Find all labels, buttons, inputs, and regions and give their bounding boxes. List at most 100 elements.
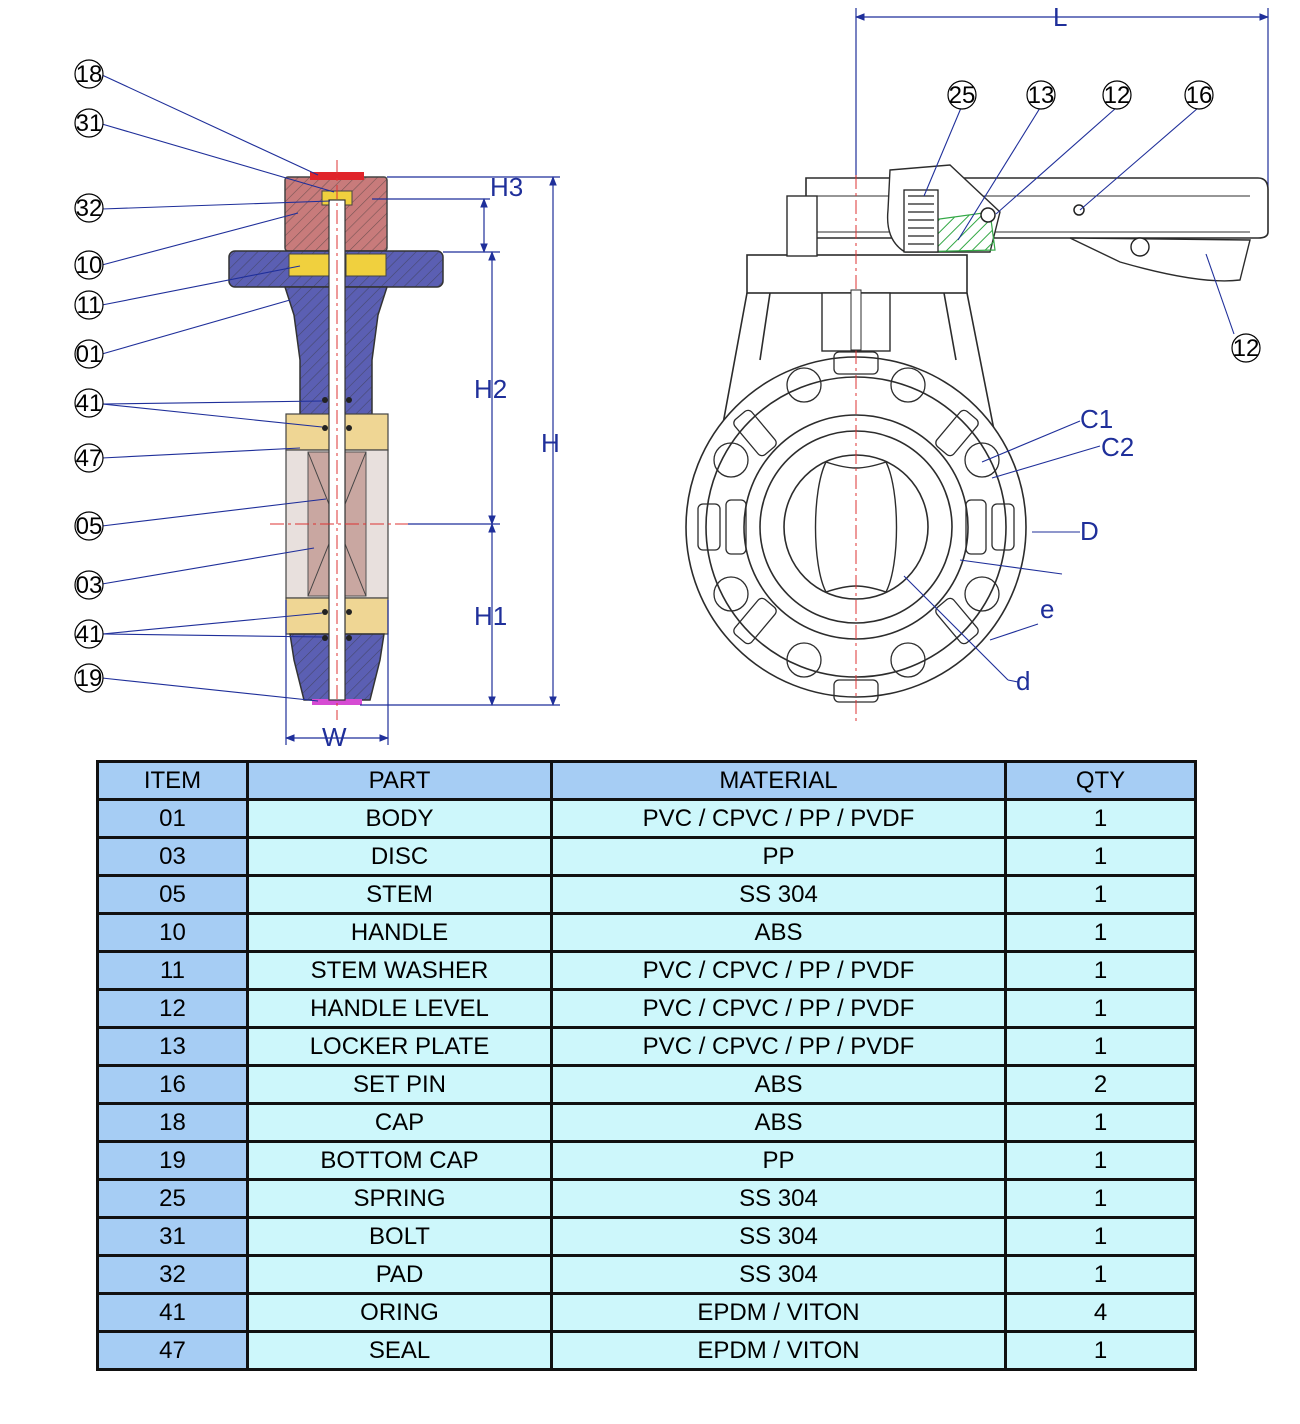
svg-text:11: 11 — [77, 292, 102, 319]
callout-41-upper: 41 — [74, 388, 104, 418]
cell-item: 16 — [96, 1064, 249, 1105]
svg-text:32: 32 — [76, 195, 103, 222]
cell-qty: 1 — [1004, 1330, 1197, 1371]
bottom-cap — [312, 699, 362, 705]
callout-19: 19 — [74, 663, 104, 693]
cell-part: BOTTOM CAP — [246, 1140, 553, 1181]
cell-item: 10 — [96, 912, 249, 953]
cell-part: CAP — [246, 1102, 553, 1143]
cell-item: 01 — [96, 798, 249, 839]
svg-text:01: 01 — [76, 341, 103, 368]
callout-12-upper: 12 — [1102, 80, 1132, 110]
callout-16: 16 — [1184, 80, 1214, 110]
cell-qty: 1 — [1004, 950, 1197, 991]
callout-18: 18 — [74, 59, 104, 89]
callouts-left: 18 31 32 10 11 01 41 47 05 03 41 19 — [74, 59, 104, 693]
header-qty: QTY — [1004, 760, 1197, 801]
dim-c2: C2 — [1101, 432, 1134, 462]
callout-03: 03 — [74, 570, 104, 600]
set-pin — [1073, 204, 1085, 216]
dim-h2: H2 — [474, 374, 507, 404]
header-material: MATERIAL — [550, 760, 1007, 801]
cell-material: SS 304 — [550, 1178, 1007, 1219]
cell-part: HANDLE LEVEL — [246, 988, 553, 1029]
cell-qty: 4 — [1004, 1292, 1197, 1333]
cell-qty: 1 — [1004, 836, 1197, 877]
cell-material: PP — [550, 836, 1007, 877]
cell-item: 12 — [96, 988, 249, 1029]
header-item: ITEM — [96, 760, 249, 801]
cell-part: PAD — [246, 1254, 553, 1295]
svg-text:12: 12 — [1104, 82, 1131, 109]
cell-item: 47 — [96, 1330, 249, 1371]
stem — [328, 199, 346, 701]
dim-c1: C1 — [1080, 404, 1113, 434]
dim-h: H — [541, 428, 560, 458]
callout-10: 10 — [74, 250, 104, 280]
cell-item: 31 — [96, 1216, 249, 1257]
dim-h1: H1 — [474, 601, 507, 631]
cell-part: STEM — [246, 874, 553, 915]
callout-11: 11 — [74, 290, 104, 320]
callout-25: 25 — [947, 80, 977, 110]
valve-drawing: H3 H2 H H1 W 18 31 32 10 11 0 — [74, 2, 1269, 752]
cell-material: ABS — [550, 1064, 1007, 1105]
cell-item: 11 — [96, 950, 249, 991]
cell-qty: 1 — [1004, 1178, 1197, 1219]
svg-text:05: 05 — [76, 513, 103, 540]
svg-text:47: 47 — [76, 445, 103, 472]
cell-item: 41 — [96, 1292, 249, 1333]
cell-qty: 1 — [1004, 912, 1197, 953]
cell-part: LOCKER PLATE — [246, 1026, 553, 1067]
cell-material: SS 304 — [550, 1216, 1007, 1257]
cell-part: HANDLE — [246, 912, 553, 953]
cell-material: ABS — [550, 1102, 1007, 1143]
dim-w: W — [322, 722, 347, 752]
callout-12-lower: 12 — [1231, 333, 1261, 363]
callouts-right: 25 13 12 16 12 — [947, 80, 1261, 363]
dim-e: e — [1040, 594, 1054, 624]
cell-material: PVC / CPVC / PP / PVDF — [550, 798, 1007, 839]
callout-13: 13 — [1026, 80, 1056, 110]
cell-item: 03 — [96, 836, 249, 877]
svg-text:16: 16 — [1186, 82, 1213, 109]
cell-part: BODY — [246, 798, 553, 839]
svg-text:12: 12 — [1233, 335, 1260, 362]
cell-material: ABS — [550, 912, 1007, 953]
callout-31: 31 — [74, 108, 104, 138]
cell-material: PVC / CPVC / PP / PVDF — [550, 988, 1007, 1029]
section-view: H3 H2 H H1 W 18 31 32 10 11 0 — [74, 59, 560, 752]
cell-item: 05 — [96, 874, 249, 915]
handle-assembly — [786, 164, 1269, 282]
svg-text:31: 31 — [76, 110, 103, 137]
callout-32: 32 — [74, 193, 104, 223]
callout-47: 47 — [74, 443, 104, 473]
flange-holes — [697, 351, 1015, 703]
header-part: PART — [246, 760, 553, 801]
cell-item: 32 — [96, 1254, 249, 1295]
cell-qty: 1 — [1004, 988, 1197, 1029]
callout-01: 01 — [74, 339, 104, 369]
cell-part: DISC — [246, 836, 553, 877]
cell-qty: 1 — [1004, 874, 1197, 915]
cell-qty: 1 — [1004, 1216, 1197, 1257]
cell-item: 19 — [96, 1140, 249, 1181]
cell-part: SEAL — [246, 1330, 553, 1371]
cell-material: SS 304 — [550, 874, 1007, 915]
